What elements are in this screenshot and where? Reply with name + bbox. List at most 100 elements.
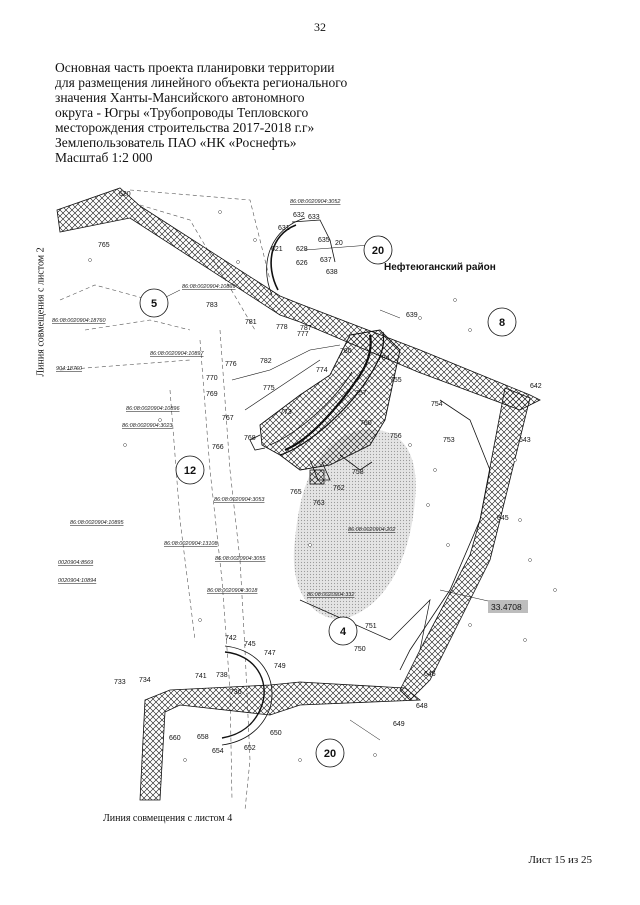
svg-text:20: 20 [372, 245, 384, 257]
cadastral-label: 86:08:0020904:202 [348, 527, 395, 533]
point-label: 754 [431, 401, 443, 408]
header-line: месторождения строительства 2017-2018 г.… [55, 120, 315, 135]
point-label: 775 [263, 385, 275, 392]
point-label: 757 [355, 390, 367, 397]
point-label: 747 [264, 650, 276, 657]
point-label: 626 [296, 260, 308, 267]
cadastral-label: 86:08:0020904:10895 [70, 520, 124, 526]
point-label: 773 [280, 409, 292, 416]
svg-text:4: 4 [340, 626, 347, 638]
zone-circle-12: 12 [175, 455, 205, 485]
zone-circle-4: 4 [328, 616, 358, 646]
point-label: 760 [360, 420, 372, 427]
header-line: Землепользователь ПАО «НК «Роснефть» [55, 135, 297, 150]
well-pad-structure [231, 329, 401, 485]
point-label: 782 [260, 358, 272, 365]
point-label: 650 [270, 730, 282, 737]
zone-circle-5: 5 [139, 288, 169, 318]
point-label: 778 [276, 324, 288, 331]
point-label: 770 [206, 375, 218, 382]
cadastral-label: 86:08:0020904:332 [307, 592, 354, 598]
point-label: 751 [365, 623, 377, 630]
point-label: 767 [222, 415, 234, 422]
point-label: 654 [212, 748, 224, 755]
svg-text:12: 12 [184, 465, 196, 477]
cadastral-label: 0020904:10894 [58, 578, 96, 584]
point-label: 765 [98, 242, 110, 249]
sheet-join-line-label-bottom: Линия совмещения с листом 4 [103, 813, 233, 824]
cadastral-label: 904:18760 [56, 366, 83, 372]
point-label: 787 [300, 325, 312, 332]
point-label: 768 [244, 435, 256, 442]
point-label: 631 [278, 225, 290, 232]
point-label: 639 [406, 312, 418, 319]
tree-markers [88, 210, 557, 762]
point-label: 658 [197, 734, 209, 741]
header-line: значения Ханты-Мансийского автономного [55, 90, 305, 105]
cadastral-label: 86:08:0020904:13108 [164, 541, 218, 547]
point-label: 628 [296, 246, 308, 253]
point-label: 652 [244, 745, 256, 752]
point-label: 776 [225, 361, 237, 368]
point-label: 635 [318, 237, 330, 244]
point-label: 633 [308, 214, 320, 221]
point-label: 646 [424, 671, 436, 678]
page-number: 32 [314, 20, 326, 34]
point-label: 763 [313, 500, 325, 507]
point-label: 741 [195, 673, 207, 680]
cadastral-label: 86:08:0020904:3018 [207, 588, 258, 594]
point-label: 753 [443, 437, 455, 444]
point-label: 749 [274, 663, 286, 670]
svg-text:8: 8 [499, 317, 505, 329]
point-label: 733 [114, 679, 126, 686]
point-label: 762 [333, 485, 345, 492]
point-label: 756 [390, 433, 402, 440]
scale-line: Масштаб 1:2 000 [55, 150, 153, 165]
cadastral-label: 86:08:0020904:18760 [52, 318, 106, 324]
point-label: 637 [320, 257, 332, 264]
point-label: 621 [271, 246, 283, 253]
zone-circle-20-top: 20 [363, 235, 393, 265]
point-label: 784 [378, 355, 390, 362]
svg-text:20: 20 [324, 748, 336, 760]
point-label: 783 [206, 302, 218, 309]
point-labels: 620 632 633 631 635 621 628 20 637 626 6… [98, 191, 542, 755]
point-label: 738 [216, 672, 228, 679]
point-label: 648 [416, 703, 428, 710]
zone-circle-20-bottom: 20 [315, 738, 345, 768]
point-label: 642 [530, 383, 542, 390]
point-label: 620 [119, 191, 131, 198]
cadastral-label: 86:08:0020904:3055 [215, 556, 266, 562]
point-label: 750 [354, 646, 366, 653]
leader-lines [159, 244, 511, 741]
cadastral-label: 86:08:0020904:3052 [290, 199, 340, 205]
point-label: 643 [519, 437, 531, 444]
cadastral-label: 86:08:0020904:3053 [214, 497, 265, 503]
point-label: 745 [244, 641, 256, 648]
header-line: округа - Югры «Трубопроводы Тепловского [55, 105, 309, 120]
point-label: 649 [393, 721, 405, 728]
point-label: 632 [293, 212, 305, 219]
point-label: 742 [225, 635, 237, 642]
cadastral-label: 86:08:0020904:3023 [122, 423, 173, 429]
point-label: 645 [497, 515, 509, 522]
header-line: Основная часть проекта планировки террит… [55, 60, 335, 75]
point-label: 20 [335, 240, 343, 247]
zone-circle-8: 8 [487, 307, 517, 337]
svg-text:5: 5 [151, 298, 157, 310]
point-label: 780 [340, 348, 352, 355]
point-label: 777 [297, 331, 309, 338]
document-header: Основная часть проекта планировки террит… [55, 60, 355, 165]
point-label: 755 [390, 377, 402, 384]
dashed-lines [59, 189, 271, 811]
region-label: Нефтеюганский район [384, 261, 496, 273]
svg-text:33.4708: 33.4708 [491, 602, 522, 612]
point-label: 766 [212, 444, 224, 451]
cadastral-label: 86:08:0020904:10899 [182, 284, 236, 290]
point-label: 765 [290, 489, 302, 496]
point-label: 660 [169, 735, 181, 742]
point-label: 769 [206, 391, 218, 398]
point-label: 758 [352, 469, 364, 476]
point-label: 774 [316, 367, 328, 374]
